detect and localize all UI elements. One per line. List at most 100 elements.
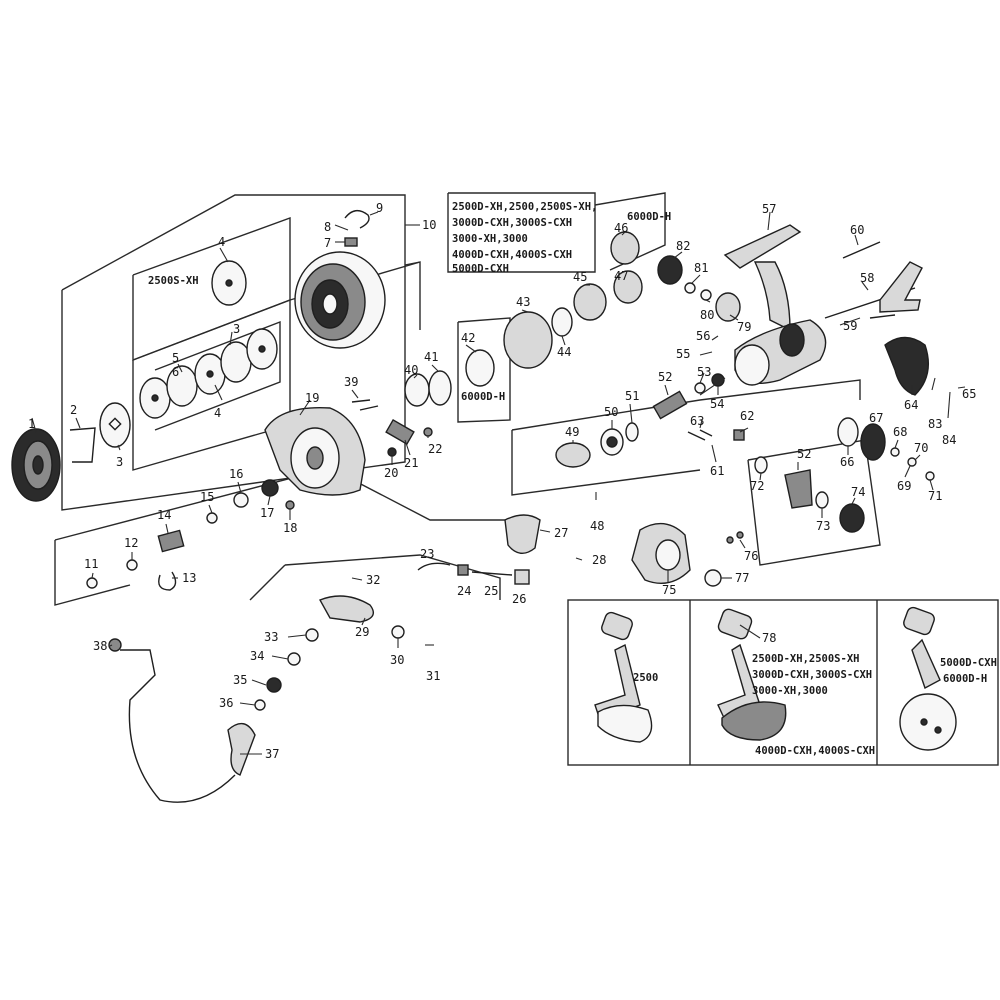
label-40: 40 — [404, 363, 418, 377]
bail-frame-2 — [249, 564, 286, 601]
gear-frame — [747, 439, 881, 566]
part-washer-4-variant — [211, 260, 247, 306]
label-75: 75 — [662, 583, 676, 597]
part-pinion-gear — [754, 456, 865, 533]
body-group-line — [54, 467, 520, 541]
label-9: 9 — [376, 201, 383, 215]
label-68: 68 — [893, 425, 907, 439]
label-54: 54 — [710, 397, 724, 411]
label-79: 79 — [737, 320, 751, 334]
label-17: 17 — [260, 506, 274, 520]
part-side-cover — [631, 522, 744, 587]
label-58: 58 — [860, 271, 874, 285]
label-60: 60 — [850, 223, 864, 237]
rotor-frame — [511, 379, 861, 431]
label-33: 33 — [264, 630, 278, 644]
spool-group-frame — [61, 194, 406, 511]
caption-models-line-4: 4000D-CXH,4000S-CXH — [452, 249, 572, 261]
caption-handle-mid-bottom: 4000D-CXH,4000S-CXH — [755, 745, 875, 757]
label-18: 18 — [283, 521, 297, 535]
part-clip — [69, 427, 96, 463]
part-pins — [687, 429, 745, 441]
label-83: 83 — [928, 417, 942, 431]
part-pinion-bits — [573, 231, 643, 321]
caption-handle-mid-2: 3000D-CXH,3000S-CXH — [752, 669, 872, 681]
label-32: 32 — [366, 573, 380, 587]
captions: 2500S-XH 6000D-H 6000D-H 2500D-XH,2500,2… — [148, 201, 997, 757]
left-small-frame — [54, 540, 131, 606]
label-80: 80 — [700, 308, 714, 322]
label-56: 56 — [696, 329, 710, 343]
label-38: 38 — [93, 639, 107, 653]
label-10: 10 — [422, 218, 436, 232]
part-drag-washers — [139, 328, 278, 419]
label-84: 84 — [942, 433, 956, 447]
label-21: 21 — [404, 456, 418, 470]
part-handle-cap — [884, 336, 929, 396]
label-65: 65 — [962, 387, 976, 401]
caption-handle-2500: 2500 — [633, 672, 658, 684]
label-57: 57 — [762, 202, 776, 216]
handle-mid — [717, 608, 787, 741]
label-49: 49 — [565, 425, 579, 439]
leader-lines — [31, 211, 966, 755]
label-52-lower: 52 — [797, 447, 811, 461]
label-24: 24 — [457, 584, 471, 598]
label-66: 66 — [840, 455, 854, 469]
label-20: 20 — [384, 466, 398, 480]
label-48: 48 — [590, 519, 604, 533]
label-41: 41 — [424, 350, 438, 364]
label-5: 5 — [172, 351, 179, 365]
rotor-frame-2 — [511, 430, 701, 496]
6000dh-box — [594, 192, 666, 271]
label-70: 70 — [914, 441, 928, 455]
label-36: 36 — [219, 696, 233, 710]
handle-round — [899, 606, 957, 751]
part-bail — [108, 595, 405, 803]
label-34: 34 — [250, 649, 264, 663]
caption-models-line-3: 3000-XH,3000 — [452, 233, 528, 245]
label-61: 61 — [710, 464, 724, 478]
part-drive-gear — [837, 417, 935, 481]
label-28: 28 — [592, 553, 606, 567]
label-62: 62 — [740, 409, 754, 423]
label-81: 81 — [694, 261, 708, 275]
label-35: 35 — [233, 673, 247, 687]
label-15: 15 — [200, 490, 214, 504]
caption-6000dh-top: 6000D-H — [627, 211, 671, 223]
label-46: 46 — [614, 221, 628, 235]
label-76: 76 — [744, 549, 758, 563]
label-23: 23 — [420, 547, 434, 561]
label-59: 59 — [843, 319, 857, 333]
label-31: 31 — [426, 669, 440, 683]
caption-handle-mid-1: 2500D-XH,2500S-XH — [752, 653, 859, 665]
label-42: 42 — [461, 331, 475, 345]
caption-handle-right-2: 6000D-H — [943, 673, 987, 685]
label-55: 55 — [676, 347, 690, 361]
part-bail-spring — [417, 562, 530, 585]
caption-handle-right-1: 5000D-CXH — [940, 657, 997, 669]
caption-6000dh-mid: 6000D-H — [461, 391, 505, 403]
models-box — [447, 192, 596, 273]
label-39: 39 — [344, 375, 358, 389]
label-37: 37 — [265, 747, 279, 761]
caption-models-line-5: 5000D-CXH — [452, 263, 509, 275]
label-50: 50 — [604, 405, 618, 419]
label-22: 22 — [428, 442, 442, 456]
label-1: 1 — [28, 417, 35, 431]
part-rotor-bits — [351, 307, 573, 457]
caption-models-line-2: 3000D-CXH,3000S-CXH — [452, 217, 572, 229]
label-3: 3 — [116, 455, 123, 469]
part-spring-9 — [344, 210, 370, 229]
label-77: 77 — [735, 571, 749, 585]
label-3b: 3 — [233, 322, 240, 336]
parts — [11, 210, 957, 803]
label-43: 43 — [516, 295, 530, 309]
part-drag-knob — [11, 428, 61, 502]
label-74: 74 — [851, 485, 865, 499]
label-4-lower: 4 — [214, 406, 221, 420]
part-reel-body — [723, 224, 827, 386]
label-29: 29 — [355, 625, 369, 639]
label-72: 72 — [750, 479, 764, 493]
label-51: 51 — [625, 389, 639, 403]
